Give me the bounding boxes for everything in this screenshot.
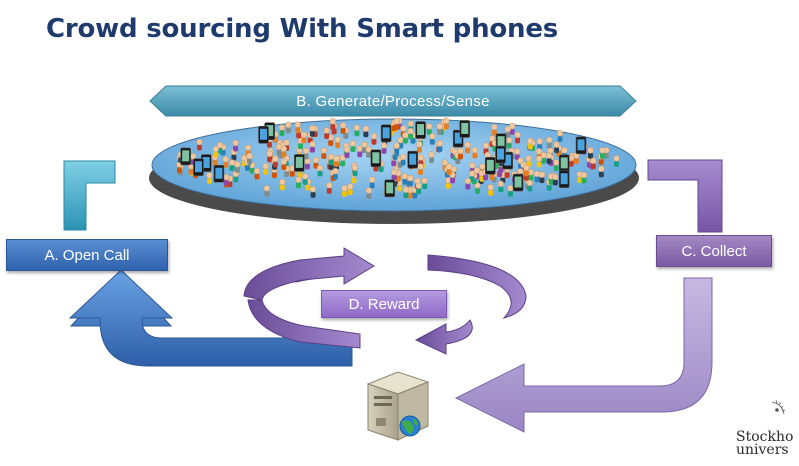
university-name-line2: univers	[736, 442, 789, 458]
arrow-lavender-down	[454, 277, 713, 433]
slide-title: Crowd sourcing With Smart phones	[46, 14, 559, 44]
step-c-collect: C. Collect	[656, 235, 772, 267]
corner-shape-teal	[63, 160, 116, 231]
banner-arrow-b	[149, 85, 637, 117]
crowd-disc-illustration	[149, 117, 639, 224]
step-b-label: B. Generate/Process/Sense	[296, 92, 490, 110]
university-name-line1: Stockho	[736, 429, 794, 445]
corner-shape-purple	[647, 159, 723, 233]
cycle-arrow-left	[247, 299, 361, 349]
university-seal-icon	[771, 399, 786, 415]
step-d-reward: D. Reward	[321, 290, 447, 318]
step-a-open-call: A. Open Call	[6, 239, 168, 271]
globe-icon	[399, 415, 421, 437]
cycle-arrow-right	[427, 254, 527, 319]
university-logo-text: Stockho univers	[736, 429, 794, 458]
cycle-arrow-bottom	[414, 319, 473, 355]
